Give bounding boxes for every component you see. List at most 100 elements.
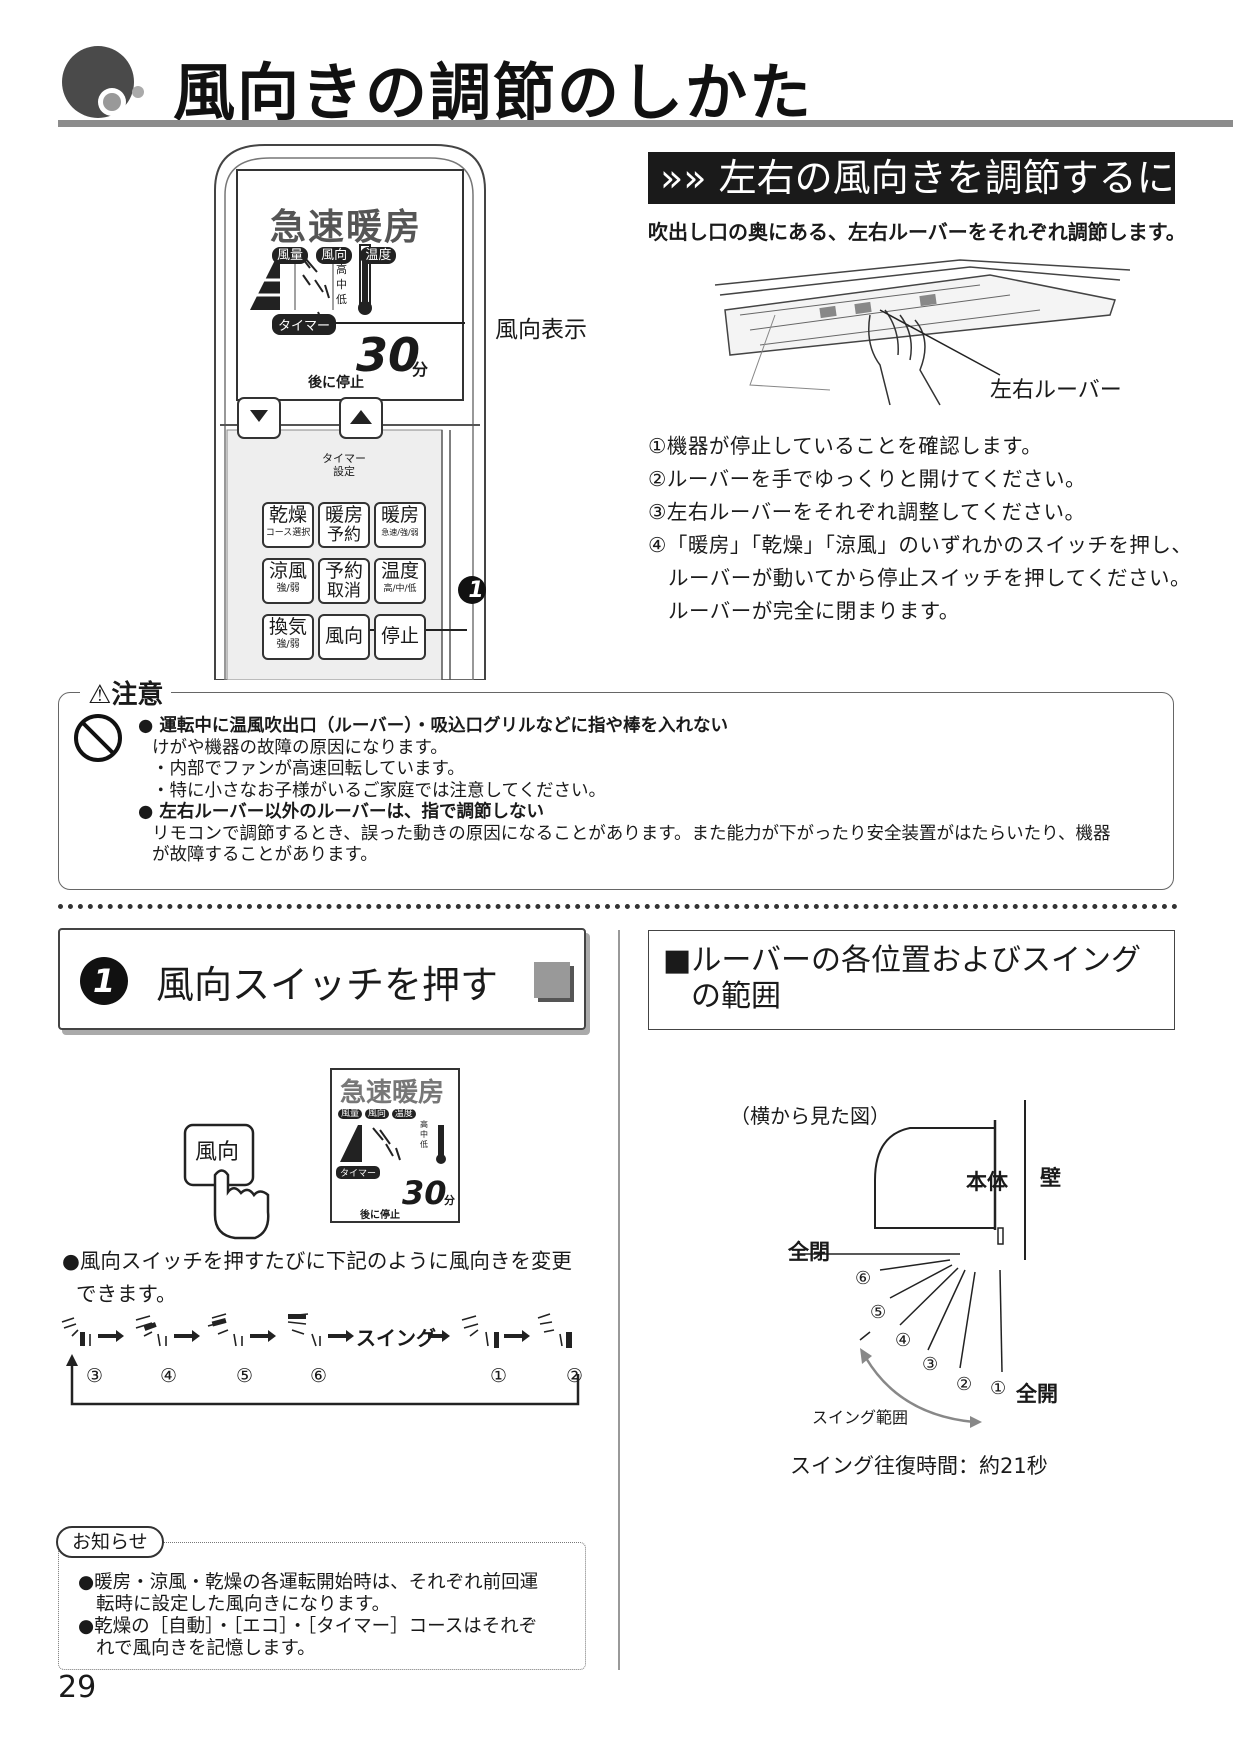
- info-tag: お知らせ: [56, 1526, 164, 1558]
- lr-louver-label: 左右ルーバー: [990, 378, 1122, 403]
- step-square-icon: [534, 962, 570, 998]
- page-header: 風向きの調節のしかた: [55, 38, 1235, 129]
- mini-lcd-temp-high: 高: [420, 1120, 428, 1129]
- remote-button-temperature-label: 温度: [380, 560, 419, 582]
- position-3-label: ③: [922, 1354, 939, 1375]
- wind-direction-button-label: 風向: [195, 1140, 240, 1165]
- caution-item2-desc2: が故障することがあります。: [152, 845, 378, 865]
- caution-item1-sub2: ・特に小さなお子様がいるご家庭では注意してください。: [152, 780, 606, 801]
- timer-down-icon: [250, 410, 268, 422]
- wind-display-callout: 風向表示: [495, 317, 587, 343]
- mini-lcd-temp-low: 低: [420, 1140, 428, 1149]
- open-label: 全開: [1016, 1382, 1058, 1406]
- lr-steps-list: ①機器が停止していることを確認します。 ②ルーバーを手でゆっくりと開けてください…: [648, 430, 1208, 628]
- mini-lcd-timer-badge: タイマー: [336, 1166, 381, 1179]
- louver-positions-title-line2: の範囲: [691, 979, 781, 1014]
- remote-button-temperature-sub: 高/中/低: [383, 584, 417, 594]
- remote-button-heat[interactable]: 暖房 急速/強/弱: [374, 502, 426, 548]
- caution-item2-title: ● 左右ルーバー以外のルーバーは、指で調節しない: [138, 802, 545, 822]
- mini-lcd-after-stop: 後に停止: [360, 1210, 400, 1221]
- info-box: [58, 1542, 586, 1670]
- position-6-label: ⑥: [855, 1268, 872, 1289]
- mini-lcd-mode: 急速暖房: [340, 1078, 445, 1108]
- lcd-time-value: 30: [356, 328, 421, 382]
- sequence-num-3: ③: [86, 1365, 104, 1387]
- step-number-badge: 1: [80, 957, 128, 1005]
- dotted-divider: [58, 904, 1178, 912]
- page-title: 風向きの調節のしかた: [173, 56, 814, 129]
- lr-step-3: ③左右ルーバーをそれぞれ調整してください。: [648, 500, 1086, 524]
- column-divider: [618, 930, 620, 1670]
- lr-step-1: ①機器が停止していることを確認します。: [648, 434, 1043, 458]
- remote-button-temperature[interactable]: 温度 高/中/低: [374, 558, 426, 604]
- lcd-after-stop: 後に停止: [308, 375, 364, 391]
- remote-button-wind-direction[interactable]: 風向: [318, 614, 370, 660]
- remote-button-heat-reserve[interactable]: 暖房 予約: [318, 502, 370, 548]
- remote-button-heat-reserve-label: 暖房: [324, 504, 363, 526]
- caution-heading-text: 注意: [111, 680, 164, 710]
- warning-triangle-icon: ⚠: [88, 680, 112, 710]
- louver-positions-title: ■ルーバーの各位置およびスイング の範囲: [663, 943, 1141, 1015]
- remote-button-heat-sub: 急速/強/弱: [381, 528, 419, 537]
- sequence-num-4: ④: [160, 1365, 178, 1387]
- sequence-swing-label: スイング: [356, 1326, 436, 1350]
- closed-label: 全閉: [788, 1240, 830, 1264]
- step-1-desc-line2: できます。: [76, 1282, 177, 1306]
- lr-step-4-cont1: ルーバーが動いてから停止スイッチを押してください。: [668, 566, 1191, 590]
- wind-direction-button-press-icon: [183, 1123, 270, 1240]
- caution-text: ● 運転中に温風吹出口（ルーバー）・吸込口グリルなどに指や棒を入れない けがや機…: [138, 716, 1168, 867]
- remote-button-dry-sub: コース選択: [265, 528, 311, 538]
- mini-lcd-time: 30: [402, 1174, 447, 1212]
- remote-button-heat-reserve-sub: 予約: [327, 525, 361, 545]
- remote-button-ventilation-sub: 強/弱: [276, 639, 300, 650]
- position-1-label: ①: [990, 1378, 1007, 1399]
- info-line3: ●乾燥の［自動］・［エコ］・［タイマー］コースはそれぞ: [78, 1616, 538, 1637]
- lcd-badge-direction: 風向: [316, 247, 353, 264]
- remote-button-cool-wind-label: 涼風: [268, 560, 307, 582]
- remote-button-grid: 乾燥 コース選択 暖房 予約 暖房 急速/強/弱 涼風 強/弱 予約 取消 温度…: [262, 502, 432, 660]
- mini-lcd-badge-fan: 風量: [338, 1109, 363, 1119]
- lcd-badge-temp: 温度: [360, 247, 397, 264]
- remote-button-stop[interactable]: 停止: [374, 614, 426, 660]
- lcd-temp-levels: 高 中 低: [336, 262, 347, 307]
- mini-lcd-time-unit: 分: [444, 1194, 455, 1207]
- louver-positions-title-line1: ■ルーバーの各位置およびスイング: [663, 943, 1142, 978]
- lr-section-description: 吹出し口の奥にある、左右ルーバーをそれぞれ調節します。: [648, 220, 1186, 244]
- louver-hand-illustration: [714, 259, 1130, 406]
- lr-step-4: ④「暖房」「乾燥」「涼風」のいずれかのスイッチを押し、: [648, 533, 1193, 557]
- caution-heading: ⚠注意: [80, 674, 172, 711]
- info-line2: 転時に設定した風向きになります。: [96, 1594, 391, 1615]
- louver-positions-box: ■ルーバーの各位置およびスイング の範囲: [648, 930, 1175, 1030]
- timer-up-icon: [350, 410, 372, 424]
- lr-step-4-cont2: ルーバーが完全に閉まります。: [668, 599, 960, 623]
- lr-section-banner: »» 左右の風向きを調節するには: [648, 152, 1213, 204]
- swing-round-trip-time: スイング往復時間：約21秒: [790, 1454, 1048, 1478]
- remote-button-cool-wind-sub: 強/弱: [276, 583, 300, 594]
- louver-side-view-diagram: [800, 1100, 1026, 1428]
- sequence-num-6: ⑥: [310, 1365, 328, 1387]
- lcd-temp-high: 高: [336, 263, 347, 276]
- step-1-description: ●風向スイッチを押すたびに下記のように風向きを変更 できます。: [62, 1245, 602, 1311]
- prohibited-icon: [74, 714, 122, 762]
- caution-item2-desc1: リモコンで調節するとき、誤った動きの原因になることがあります。また能力が下がった…: [152, 823, 1111, 844]
- info-text: ●暖房・涼風・乾燥の各運転開始時は、それぞれ前回運 転時に設定した風向きになりま…: [78, 1572, 578, 1660]
- remote-button-stop-label: 停止: [380, 625, 419, 647]
- sequence-num-2: ②: [566, 1365, 584, 1387]
- mini-lcd-icons: [340, 1125, 446, 1164]
- info-line4: れで風向きを記憶します。: [96, 1638, 316, 1659]
- remote-button-heat-label: 暖房: [380, 504, 419, 526]
- caution-item1-title: ● 運転中に温風吹出口（ルーバー）・吸込口グリルなどに指や棒を入れない: [138, 716, 728, 736]
- remote-button-cancel-reserve[interactable]: 予約 取消: [318, 558, 370, 604]
- remote-button-dry[interactable]: 乾燥 コース選択: [262, 502, 314, 548]
- lcd-time-unit: 分: [412, 360, 429, 379]
- remote-button-cancel-reserve-label: 予約: [324, 560, 363, 582]
- mini-lcd-display: 急速暖房 風量 風向 温度 高 中 低 タイマー 30 分 後に停止: [330, 1068, 460, 1223]
- remote-button-cancel-reserve-sub: 取消: [327, 581, 361, 601]
- page-number: 29: [58, 1670, 97, 1705]
- remote-button-cool-wind[interactable]: 涼風 強/弱: [262, 558, 314, 604]
- remote-button-ventilation[interactable]: 換気 強/弱: [262, 614, 314, 660]
- step-1-box: 1 風向スイッチを押す: [58, 928, 586, 1030]
- caution-item1-desc: けがや機器の故障の原因になります。: [152, 737, 448, 758]
- mini-lcd-badges: 風量 風向 温度: [338, 1106, 416, 1119]
- side-view-label: （横から見た図）: [730, 1104, 890, 1128]
